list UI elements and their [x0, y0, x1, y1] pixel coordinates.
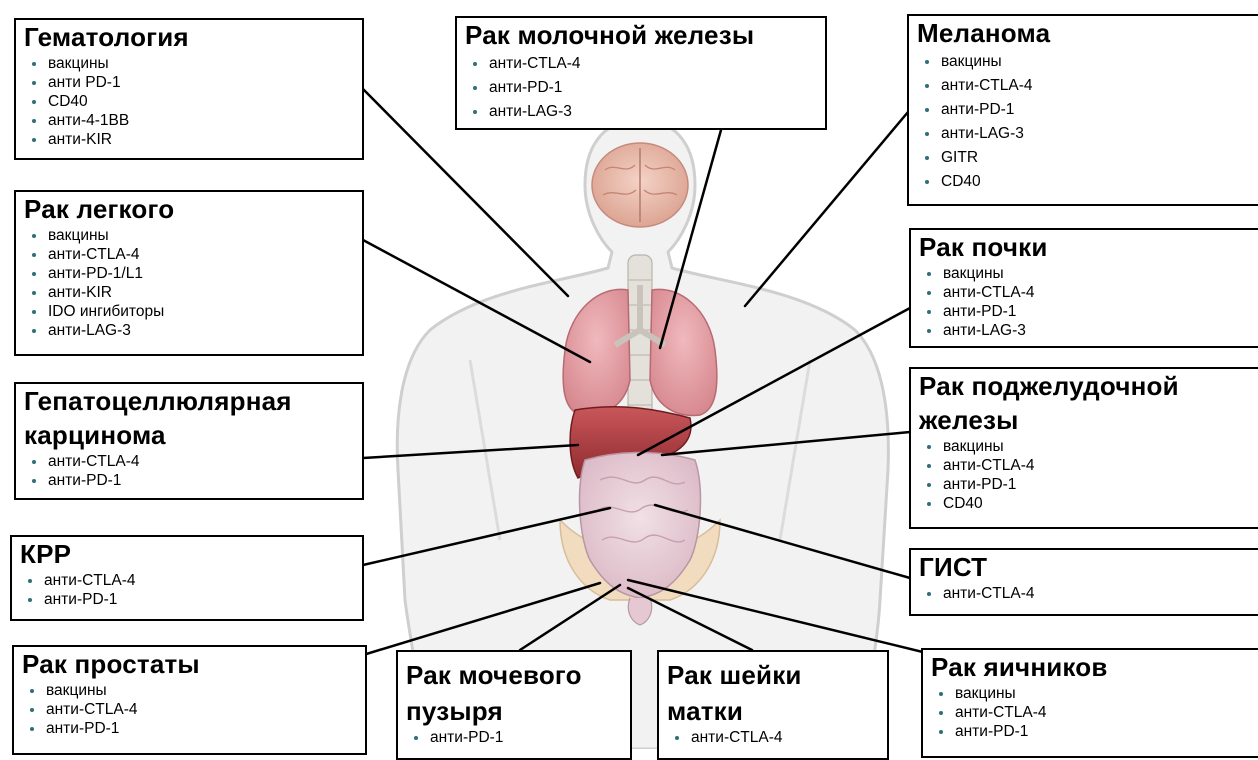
list-item: вакцины — [931, 684, 1257, 703]
therapy-list: анти-CTLA-4 — [667, 728, 879, 747]
list-item: IDO ингибиторы — [24, 302, 354, 321]
box-lung: Рак легкого вакцины анти-CTLA-4 анти-PD-… — [14, 190, 364, 356]
list-item: анти-LAG-3 — [917, 122, 1257, 146]
list-item: вакцины — [24, 226, 354, 245]
list-item: анти-PD-1 — [931, 722, 1257, 741]
list-item: анти-CTLA-4 — [24, 245, 354, 264]
box-title: Рак молочной железы — [465, 20, 817, 50]
connector-gist — [655, 505, 910, 578]
list-item: вакцины — [919, 437, 1257, 456]
connector-hcc — [363, 445, 578, 458]
list-item: анти-CTLA-4 — [24, 452, 354, 471]
therapy-list: анти-CTLA-4 анти-PD-1 — [24, 452, 354, 490]
list-item: анти-PD-1 — [919, 302, 1257, 321]
therapy-list: вакцины анти-CTLA-4 анти-PD-1/L1 анти-KI… — [24, 226, 354, 340]
connector-breast — [660, 130, 721, 348]
list-item: анти-CTLA-4 — [931, 703, 1257, 722]
list-item: анти-CTLA-4 — [917, 74, 1257, 98]
list-item: вакцины — [22, 681, 357, 700]
therapy-list: анти-CTLA-4 анти-PD-1 анти-LAG-3 — [465, 52, 817, 124]
box-hematology: Гематология вакцины анти PD-1 CD40 анти-… — [14, 18, 364, 160]
list-item: анти-PD-1 — [465, 76, 817, 100]
therapy-list: вакцины анти-CTLA-4 анти-PD-1 CD40 — [919, 437, 1257, 513]
box-hcc: Гепатоцеллюлярная карцинома анти-CTLA-4 … — [14, 382, 364, 500]
therapy-list: вакцины анти PD-1 CD40 анти-4-1BB анти-K… — [24, 54, 354, 149]
list-item: GITR — [917, 146, 1257, 170]
list-item: CD40 — [917, 170, 1257, 194]
connector-crc — [363, 508, 610, 565]
box-title-line1: Рак поджелудочной — [919, 371, 1257, 401]
box-breast: Рак молочной железы анти-CTLA-4 анти-PD-… — [455, 16, 827, 130]
box-prostate: Рак простаты вакцины анти-CTLA-4 анти-PD… — [12, 645, 367, 755]
connector-kidney — [638, 308, 910, 455]
list-item: анти-CTLA-4 — [20, 571, 354, 590]
box-title-line2: железы — [919, 405, 1257, 435]
box-title: Гематология — [24, 22, 354, 52]
box-title: КРР — [20, 539, 354, 569]
list-item: анти-4-1BB — [24, 111, 354, 130]
list-item: вакцины — [919, 264, 1257, 283]
box-melanoma: Меланома вакцины анти-CTLA-4 анти-PD-1 а… — [907, 14, 1258, 206]
list-item: анти-CTLA-4 — [919, 584, 1257, 603]
therapy-list: анти-CTLA-4 — [919, 584, 1257, 603]
connector-bladder — [520, 585, 620, 650]
box-title: ГИСТ — [919, 552, 1257, 582]
list-item: вакцины — [24, 54, 354, 73]
list-item: анти-PD-1 — [406, 728, 622, 747]
box-title-line2: карцинома — [24, 420, 354, 450]
box-ovarian: Рак яичников вакцины анти-CTLA-4 анти-PD… — [921, 648, 1258, 758]
list-item: анти-CTLA-4 — [465, 52, 817, 76]
therapy-list: анти-PD-1 — [406, 728, 622, 747]
therapy-list: вакцины анти-CTLA-4 анти-PD-1 анти-LAG-3 — [919, 264, 1257, 340]
list-item: анти-PD-1 — [917, 98, 1257, 122]
box-bladder: Рак мочевого пузыря анти-PD-1 — [396, 650, 632, 760]
list-item: вакцины — [917, 50, 1257, 74]
list-item: анти-CTLA-4 — [919, 456, 1257, 475]
box-gist: ГИСТ анти-CTLA-4 — [909, 548, 1258, 616]
list-item: анти-PD-1 — [919, 475, 1257, 494]
list-item: анти-CTLA-4 — [667, 728, 879, 747]
connector-prostate — [363, 583, 600, 655]
box-kidney: Рак почки вакцины анти-CTLA-4 анти-PD-1 … — [909, 228, 1258, 348]
box-title: Рак простаты — [22, 649, 357, 679]
box-title-line2: пузыря — [406, 696, 622, 726]
list-item: анти-LAG-3 — [465, 100, 817, 124]
box-title: Рак почки — [919, 232, 1257, 262]
list-item: анти PD-1 — [24, 73, 354, 92]
therapy-list: вакцины анти-CTLA-4 анти-PD-1 — [22, 681, 357, 738]
list-item: анти-KIR — [24, 130, 354, 149]
box-crc: КРР анти-CTLA-4 анти-PD-1 — [10, 535, 364, 621]
list-item: анти-PD-1/L1 — [24, 264, 354, 283]
therapy-list: анти-CTLA-4 анти-PD-1 — [20, 571, 354, 609]
list-item: анти-CTLA-4 — [919, 283, 1257, 302]
box-pancreas: Рак поджелудочной железы вакцины анти-CT… — [909, 367, 1258, 529]
box-title-line1: Гепатоцеллюлярная — [24, 386, 354, 416]
connector-cervix — [628, 588, 752, 650]
box-title: Рак яичников — [931, 652, 1257, 682]
box-title-line2: матки — [667, 696, 879, 726]
connector-ovarian — [628, 580, 935, 655]
list-item: анти-KIR — [24, 283, 354, 302]
therapy-list: вакцины анти-CTLA-4 анти-PD-1 — [931, 684, 1257, 741]
connector-pancreas — [662, 432, 910, 455]
list-item: анти-LAG-3 — [24, 321, 354, 340]
list-item: анти-PD-1 — [24, 471, 354, 490]
list-item: CD40 — [24, 92, 354, 111]
list-item: анти-PD-1 — [20, 590, 354, 609]
box-title: Меланома — [917, 18, 1257, 48]
connector-melanoma — [745, 112, 908, 306]
list-item: CD40 — [919, 494, 1257, 513]
connector-lung — [363, 240, 590, 362]
box-title: Рак легкого — [24, 194, 354, 224]
box-cervix: Рак шейки матки анти-CTLA-4 — [657, 650, 889, 760]
list-item: анти-LAG-3 — [919, 321, 1257, 340]
therapy-list: вакцины анти-CTLA-4 анти-PD-1 анти-LAG-3… — [917, 50, 1257, 194]
box-title-line1: Рак мочевого — [406, 660, 622, 690]
box-title-line1: Рак шейки — [667, 660, 879, 690]
list-item: анти-PD-1 — [22, 719, 357, 738]
list-item: анти-CTLA-4 — [22, 700, 357, 719]
